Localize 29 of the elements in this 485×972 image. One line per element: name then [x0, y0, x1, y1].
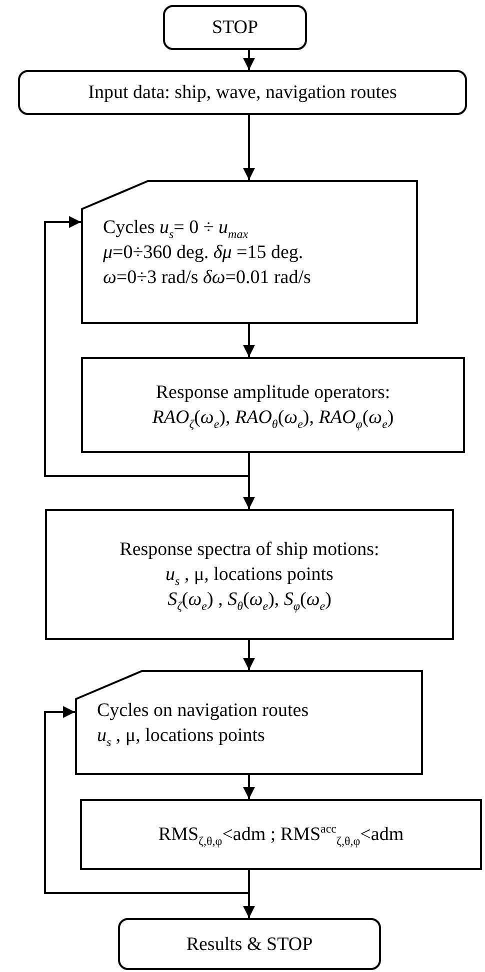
node-text: μ=0÷360 deg. δμ =15 deg. [103, 240, 304, 264]
node-text: STOP [212, 16, 258, 40]
node-text: u$_{s}$ , μ, locations points [97, 724, 265, 748]
node-text: u$_{s}$ , μ, locations points [166, 563, 334, 587]
arrow [243, 775, 255, 799]
process-box [80, 799, 482, 870]
node-text: RAO$_{ζ}$(ω$_{e}$), RAO$_{θ}$(ω$_{e}$), RAO$_{φ}$(ω$_{e}$) [152, 406, 394, 430]
terminal-box [118, 918, 381, 970]
terminal-box [18, 70, 467, 115]
node-text: Input data: ship, wave, navigation routes [88, 81, 397, 105]
arrow [243, 640, 255, 670]
terminal-box [163, 5, 307, 50]
node-text: Results & STOP [186, 932, 313, 956]
loop-back-arrow [44, 216, 250, 477]
node-text: RMS$_{ζ,θ,φ}$<adm ; RMS$^{acc}$$_{ζ,θ,φ}$<adm [158, 822, 404, 847]
arrow [243, 115, 255, 180]
loop-back-arrow [44, 706, 250, 894]
loop-limit-box [81, 180, 418, 324]
arrow [243, 50, 255, 70]
node-text: Response amplitude operators: [156, 381, 390, 405]
node-text: Cycles u$_{s}$= 0 ÷ u$_{max}$ [103, 216, 248, 240]
loop-limit-box [75, 670, 423, 775]
node-text: ω=0÷3 rad/s δω=0.01 rad/s [103, 266, 311, 290]
node-text: S$_{ζ}$(ω$_{e}$) , S$_{θ}$(ω$_{e}$), S$_{φ}$(ω$_{e}$) [168, 588, 332, 612]
process-box [45, 509, 454, 640]
node-text: Cycles on navigation routes [97, 698, 309, 722]
process-box [81, 357, 465, 453]
arrow [243, 324, 255, 357]
node-text: Response spectra of ship motions: [120, 538, 380, 562]
